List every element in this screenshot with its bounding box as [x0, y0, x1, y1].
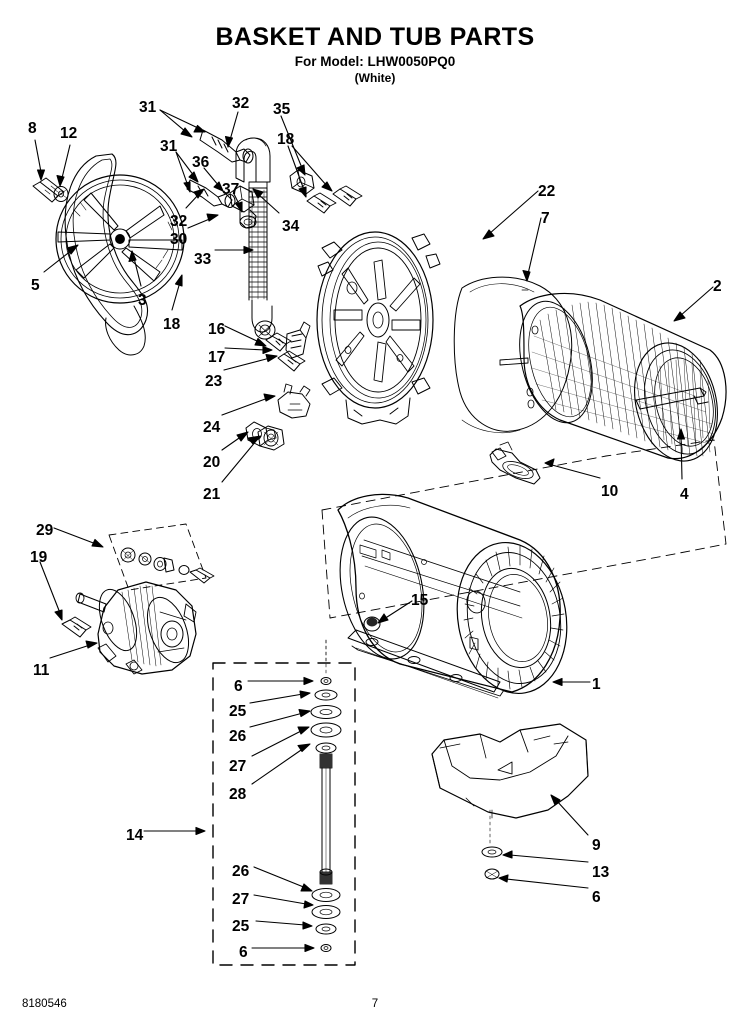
callout-11: 11: [33, 662, 50, 679]
drive-motor-body: [75, 581, 197, 675]
callout-33: 33: [194, 251, 212, 268]
callout-26-b: 26: [232, 863, 250, 880]
seal-nut-21: [257, 425, 285, 451]
nut-35: [289, 169, 315, 195]
callout-28: 28: [229, 786, 247, 803]
counterweight-group: [431, 723, 589, 880]
leader-lines: [34, 109, 714, 953]
outer-tub: [337, 493, 568, 699]
callout-16: 16: [208, 321, 226, 338]
model-subtitle: For Model: LHW0050PQ0: [294, 54, 456, 70]
suspension-kit-outline: [212, 662, 356, 966]
screw-18-a: [306, 192, 337, 214]
page-number: 7: [371, 998, 379, 1010]
callout-31-b: 31: [160, 138, 178, 155]
pulley-washer-part: [53, 186, 69, 202]
callout-15: 15: [411, 592, 429, 609]
motor-bolt: [61, 616, 92, 638]
callout-12: 12: [60, 125, 78, 142]
callout-18-b: 18: [163, 316, 181, 333]
weight-washer-part: [481, 846, 503, 858]
callout-2: 2: [713, 278, 722, 295]
document-number: 8180546: [22, 998, 67, 1010]
callout-7: 7: [541, 210, 550, 227]
suspension-rod-kit: [212, 639, 356, 966]
callout-30: 30: [170, 231, 188, 248]
page-header: BASKET AND TUB PARTS For Model: LHW0050P…: [0, 24, 750, 86]
callout-18-a: 18: [277, 131, 295, 148]
heater-element: [489, 441, 541, 485]
callout-6-c: 6: [592, 889, 601, 906]
callout-20: 20: [203, 454, 221, 471]
callout-17: 17: [208, 349, 226, 366]
callout-32-a: 32: [232, 95, 250, 112]
retainer-screw-23: [277, 350, 306, 372]
callout-6-b: 6: [239, 944, 248, 961]
callout-35: 35: [273, 101, 291, 118]
callout-29: 29: [36, 522, 54, 539]
tub-group-outline: [321, 439, 727, 619]
page-title: BASKET AND TUB PARTS: [215, 23, 535, 51]
callout-27-a: 27: [229, 758, 247, 775]
callout-24: 24: [203, 419, 221, 436]
bracket-clip-17: [285, 321, 311, 359]
kit-items: [120, 547, 215, 584]
callout-22: 22: [538, 183, 556, 200]
callout-21: 21: [203, 486, 221, 503]
callout-6-a: 6: [234, 678, 243, 695]
callout-10: 10: [601, 483, 619, 500]
hose-clamp-lower: [186, 179, 236, 208]
callout-14: 14: [126, 827, 144, 844]
motor-hardware-kit-outline: [108, 523, 207, 591]
callout-34: 34: [282, 218, 300, 235]
tub-plug: [363, 616, 381, 632]
callout-31-a: 31: [139, 99, 157, 116]
screw-18-b: [332, 185, 363, 207]
callout-3: 3: [138, 292, 147, 309]
basket-group: [321, 276, 727, 619]
callout-5: 5: [31, 277, 40, 294]
callout-25-b: 25: [232, 918, 250, 935]
callout-23: 23: [205, 373, 223, 390]
callout-32-b: 32: [170, 213, 188, 230]
callout-9: 9: [592, 837, 601, 854]
callout-36: 36: [192, 154, 210, 171]
spring-clip-24: [277, 383, 311, 419]
callout-13: 13: [592, 864, 610, 881]
drive-belt-assembly: [55, 153, 185, 356]
callout-26-a: 26: [229, 728, 247, 745]
callout-1: 1: [592, 676, 601, 693]
color-note: (White): [354, 71, 396, 86]
bellows-hose-assembly: [235, 137, 276, 340]
callout-19: 19: [30, 549, 48, 566]
callout-25-a: 25: [229, 703, 247, 720]
callout-37: 37: [222, 181, 240, 198]
callout-4: 4: [680, 486, 689, 503]
motor-group: [61, 523, 215, 675]
callout-8: 8: [28, 120, 37, 137]
rear-bulkhead-plate: [316, 231, 441, 425]
weight-nut-part: [484, 868, 500, 880]
callout-27-b: 27: [232, 891, 250, 908]
